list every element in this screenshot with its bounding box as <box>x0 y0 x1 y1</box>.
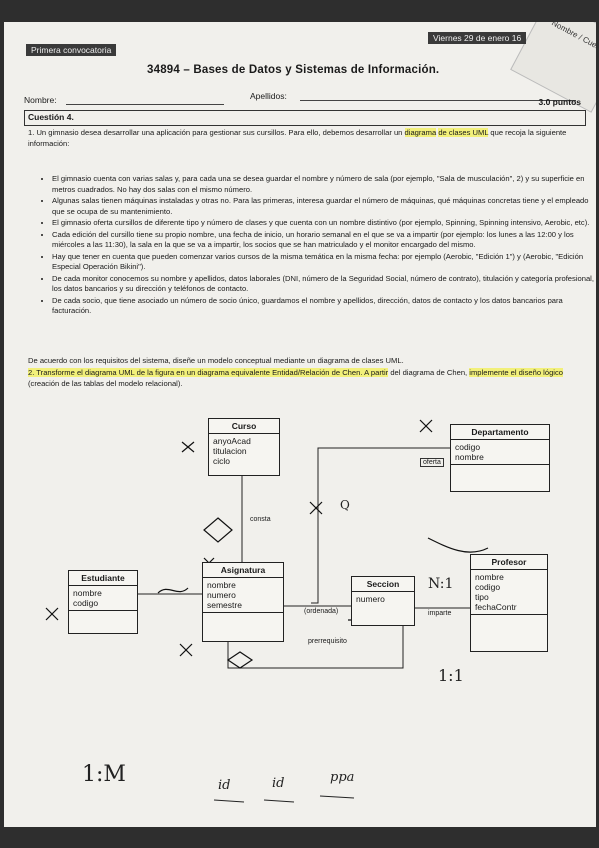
question-label: Cuestión 4. <box>28 112 74 122</box>
apellidos-line <box>300 100 576 101</box>
handwritten-n1: N:1 <box>428 576 454 592</box>
q2-highlight: 2. Transforme el diagrama UML de la figu… <box>28 368 389 377</box>
exam-sheet: Nombre / Cues Primera convocatoria Viern… <box>4 22 596 827</box>
handwritten-id-1: id <box>218 778 231 793</box>
consta-label: consta <box>250 516 271 523</box>
prerrequisito-label: prerrequisito <box>308 638 347 645</box>
q2-highlight-2: implemente el diseño lógico <box>469 368 564 377</box>
class-name: Estudiante <box>69 571 137 586</box>
question-2: 2. Transforme el diagrama UML de la figu… <box>28 368 588 389</box>
convocatoria-tag: Primera convocatoria <box>26 44 117 56</box>
list-item: Algunas salas tienen máquinas instaladas… <box>52 196 596 217</box>
class-name: Curso <box>209 419 279 434</box>
apellidos-label: Apellidos: <box>250 91 287 101</box>
list-item: Cada edición del cursillo tiene su propi… <box>52 230 596 251</box>
oferta-line <box>311 447 450 604</box>
list-item: Hay que tener en cuenta que pueden comen… <box>52 252 596 273</box>
handwritten-q: Q <box>340 498 350 512</box>
page-title: 34894 – Bases de Datos y Sistemas de Inf… <box>147 64 440 76</box>
handwritten-word: ppa <box>330 770 355 785</box>
attribute: titulacion <box>213 446 247 456</box>
nombre-line <box>66 104 224 105</box>
handwritten-1-m: 1:M <box>82 762 126 787</box>
class-footer <box>69 610 137 621</box>
question-header: Cuestión 4. 3.0 puntos <box>24 97 586 126</box>
q1-highlight-1: diagrama <box>404 128 437 137</box>
q2-end: (creación de las tablas del modelo relac… <box>28 378 183 388</box>
attribute: fechaContr <box>475 602 517 612</box>
seccion-class: Seccion numero <box>351 576 415 626</box>
attribute: numero <box>356 594 385 604</box>
handwritten-1-1: 1:1 <box>438 666 464 685</box>
handwritten-underlines <box>213 795 355 803</box>
attribute: codigo <box>73 598 99 608</box>
attribute: semestre <box>207 600 242 610</box>
attribute: nombre <box>73 588 102 598</box>
attribute: nombre <box>207 580 236 590</box>
q1-rest: que recoja la siguiente información: <box>28 128 567 148</box>
class-name: Asignatura <box>203 563 283 578</box>
attribute: codigo <box>455 442 481 452</box>
class-footer <box>471 614 547 625</box>
attribute: numero <box>207 590 236 600</box>
class-name: Profesor <box>471 555 547 570</box>
attribute: anyoAcad <box>213 436 251 446</box>
list-item: De cada monitor conocemos su nombre y ap… <box>52 274 596 295</box>
attribute: tipo <box>475 592 489 602</box>
list-item: El gimnasio cuenta con varias salas y, p… <box>52 174 596 195</box>
attribute: codigo <box>475 582 501 592</box>
class-footer <box>451 464 549 475</box>
class-footer <box>203 612 283 623</box>
imparte-label: imparte <box>428 610 452 617</box>
class-name: Departamento <box>451 425 549 440</box>
q1-prefix: 1. Un gimnasio desea desarrollar una apl… <box>28 128 403 137</box>
attribute: ciclo <box>213 456 231 466</box>
prerrequisito-line <box>227 623 404 669</box>
conclusion-text: De acuerdo con los requisitos del sistem… <box>28 356 404 365</box>
q1-highlight-2: de clases UML <box>438 128 489 137</box>
corner-label: Nombre / Cues <box>550 22 596 52</box>
handwritten-id-2: id <box>272 776 285 791</box>
class-name: Seccion <box>352 577 414 592</box>
attribute: nombre <box>455 452 484 462</box>
attribute: nombre <box>475 572 504 582</box>
oferta-label: oferta <box>420 458 444 467</box>
ordenada-label: (ordenada) <box>304 608 339 615</box>
list-item: De cada socio, que tiene asociado un núm… <box>52 296 596 317</box>
nombre-label: Nombre: <box>24 95 57 105</box>
question-1: 1. Un gimnasio desea desarrollar una apl… <box>28 128 588 149</box>
date-tag: Viernes 29 de enero 16 <box>428 32 527 44</box>
list-item: El gimnasio oferta cursillos de diferent… <box>52 218 596 229</box>
q2-rest: del diagrama de Chen, <box>388 368 468 377</box>
points-label: 3.0 puntos <box>538 97 581 107</box>
requirements-list: El gimnasio cuenta con varias salas y, p… <box>40 174 596 318</box>
